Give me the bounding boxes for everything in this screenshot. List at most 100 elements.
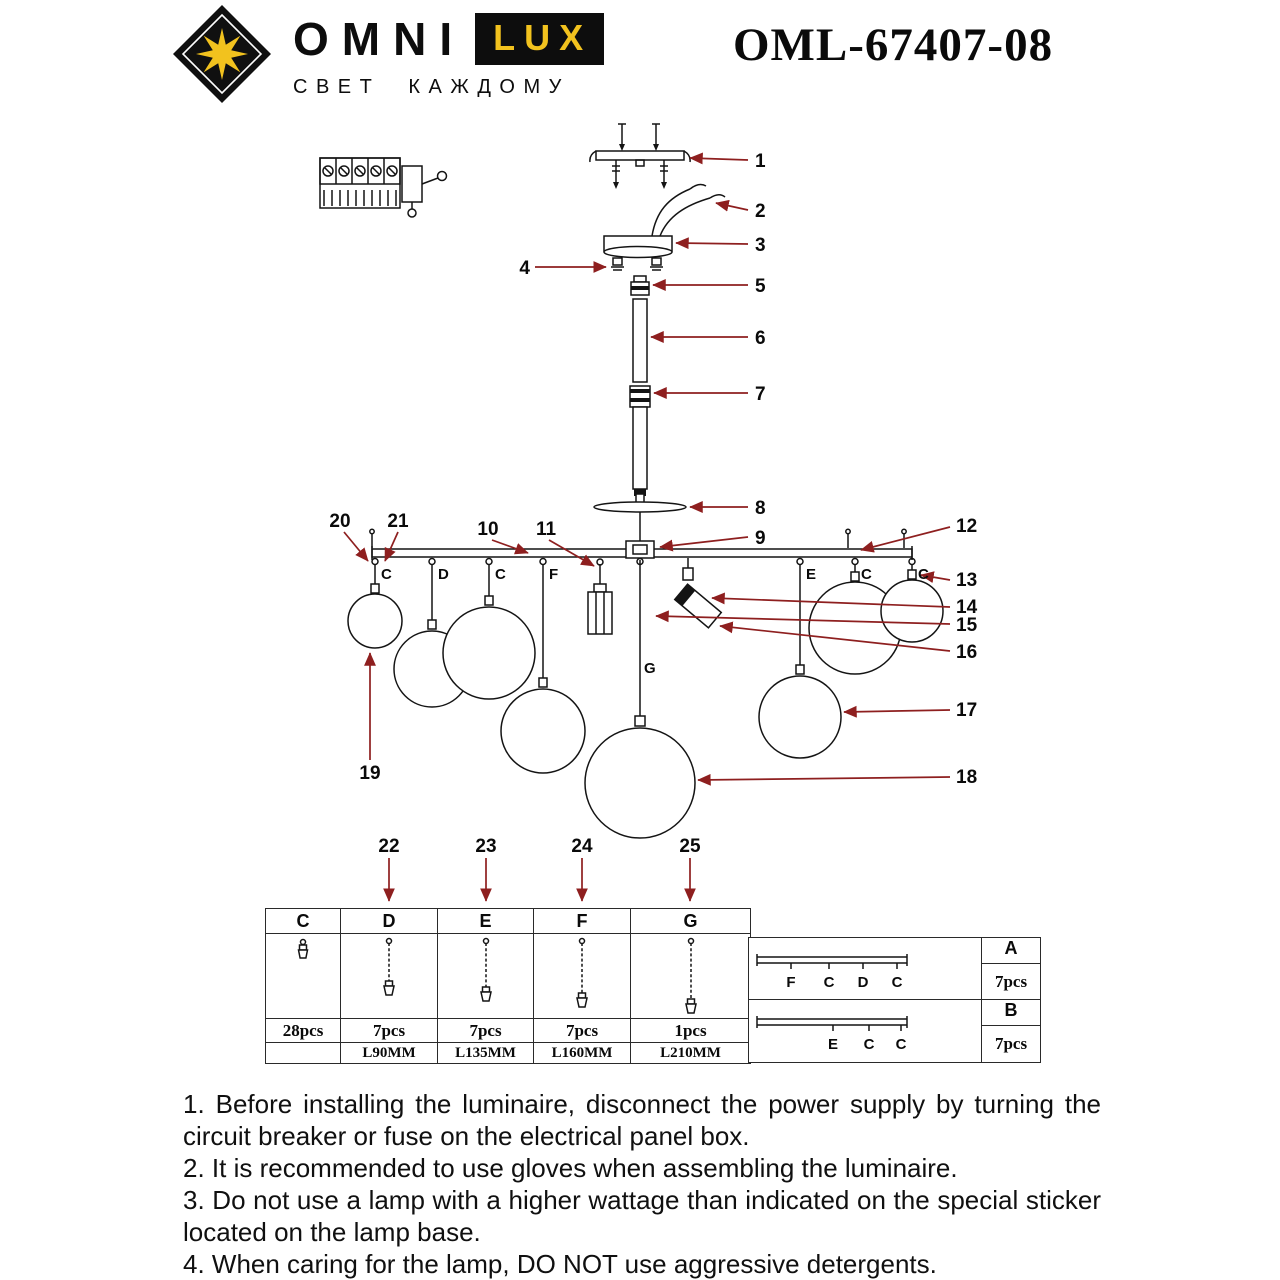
part-sketch-c: [265, 933, 341, 1019]
glass-sphere: [442, 606, 536, 700]
part-sketch-g: [630, 933, 751, 1019]
bar-screws: [369, 528, 907, 548]
pendant-g: [584, 560, 696, 839]
rod-a-letter: C: [823, 974, 835, 991]
lamp-socket-angled: [673, 583, 723, 629]
part-label-21: 21: [387, 511, 409, 532]
part-label-17: 17: [956, 700, 977, 721]
cord-sketch-icon: [479, 937, 492, 1002]
assembly-diagram: 1 2 3 4 5 6 7 8 9 10 11 12 13 14 15 16 1…: [319, 123, 978, 839]
part-label-6: 6: [755, 328, 766, 349]
letter-c3: C: [861, 566, 872, 583]
parts-col-header-d: D: [340, 908, 438, 934]
letter-f: F: [549, 566, 558, 583]
rod-a-letters: F C D C: [749, 974, 981, 994]
power-wires: [651, 183, 726, 237]
rod-b-letters: E C C: [749, 1036, 981, 1056]
lamp-holder: [587, 558, 613, 635]
letter-c4: C: [918, 566, 929, 583]
rod-a-side: A 7pcs: [982, 937, 1041, 1001]
rod-b-letter: E: [827, 1036, 839, 1054]
part-label-14: 14: [956, 597, 978, 618]
parts-col-header-f: F: [533, 908, 631, 934]
coupler: [630, 275, 650, 296]
letter-g: G: [644, 660, 656, 677]
omnilux-logo: OMNI LUX СВЕТ КАЖДОМУ: [293, 12, 605, 99]
part-label-9: 9: [755, 528, 766, 549]
letter-e: E: [806, 566, 816, 583]
omnilux-logo-icon: [173, 5, 271, 103]
glass-sphere: [500, 688, 586, 774]
ceiling-bracket: [589, 150, 691, 189]
part-label-11: 11: [536, 519, 557, 540]
part-label-13: 13: [956, 570, 977, 591]
instruction-4: 4. When caring for the lamp, DO NOT use …: [183, 1249, 937, 1279]
rod-b-diagram: [756, 1016, 908, 1032]
part-label-7: 7: [755, 384, 766, 405]
rod-b-letter: C: [895, 1036, 907, 1054]
cord-sketch-icon: [383, 937, 395, 996]
pendant-e: [758, 564, 842, 759]
letter-c1: C: [381, 566, 392, 583]
parts-table: C D E F G: [265, 908, 751, 1064]
pointer-label-22: 22: [378, 836, 399, 857]
parts-col-header-c: C: [265, 908, 341, 934]
rod-a-qty: 7pcs: [982, 964, 1041, 1001]
rod-upper: [632, 298, 648, 383]
instructions: 1. Before installing the luminaire, disc…: [183, 1088, 1101, 1280]
glass-sphere: [880, 579, 944, 643]
qty-e: 7pcs: [437, 1018, 534, 1043]
glass-sphere: [584, 727, 696, 839]
part-label-1: 1: [755, 151, 766, 172]
rod-a-diagram: [756, 954, 908, 969]
length-f: L160MM: [533, 1042, 631, 1064]
rod-b-cell: E C C: [748, 999, 982, 1064]
qty-d: 7pcs: [340, 1018, 438, 1043]
assembly-row-b: E C C B 7pcs: [748, 999, 1041, 1064]
leader-lines: [343, 152, 951, 786]
part-label-19: 19: [359, 763, 380, 784]
rod-b-letter: C: [863, 1036, 875, 1054]
cord-sketch-icon: [684, 937, 697, 1014]
model-number: OML-67407-08: [733, 19, 1054, 71]
part-label-3: 3: [755, 235, 766, 256]
rod-a-label: A: [982, 937, 1041, 964]
part-label-15: 15: [956, 615, 978, 636]
length-c: [265, 1042, 341, 1064]
length-g: L210MM: [630, 1042, 751, 1064]
hook-sketch-icon: [297, 938, 309, 959]
instruction-2: 2. It is recommended to use gloves when …: [183, 1153, 958, 1183]
parts-col-header-e: E: [437, 908, 534, 934]
part-label-20: 20: [329, 511, 350, 532]
part-label-18: 18: [956, 767, 977, 788]
rod-b-side: B 7pcs: [982, 999, 1041, 1064]
rod-a-cell: F C D C: [748, 937, 982, 1001]
wiring-terminal-diagram: [319, 157, 448, 218]
decorative-plate: [593, 493, 687, 541]
hanger-hooks: [371, 557, 916, 566]
pendant-c4: [880, 564, 944, 643]
assembly-table: F C D C A 7pcs: [748, 937, 1041, 1064]
part-sketch-d: [340, 933, 438, 1019]
part-label-16: 16: [956, 642, 977, 663]
logo-text-lux: LUX: [475, 13, 605, 65]
qty-f: 7pcs: [533, 1018, 631, 1043]
part-label-5: 5: [755, 276, 766, 297]
pointer-label-25: 25: [679, 836, 701, 857]
part-label-2: 2: [755, 201, 766, 222]
logo-diamond-outline: [181, 13, 263, 95]
pendants: [347, 560, 944, 839]
qty-c: 28pcs: [265, 1018, 341, 1043]
glass-sphere: [758, 675, 842, 759]
rod-connector: [629, 385, 651, 408]
letter-c2: C: [495, 566, 506, 583]
canopy: [603, 235, 673, 271]
rod-b-qty: 7pcs: [982, 1026, 1041, 1064]
table-pointers: 22 23 24 25: [378, 836, 701, 902]
anchor-screws: [618, 123, 660, 151]
hanger-bar: [371, 540, 913, 560]
pendant-c2: [442, 564, 536, 700]
pointer-label-23: 23: [475, 836, 496, 857]
qty-g: 1pcs: [630, 1018, 751, 1043]
pendant-letters: C D C F E C C G: [381, 566, 929, 677]
